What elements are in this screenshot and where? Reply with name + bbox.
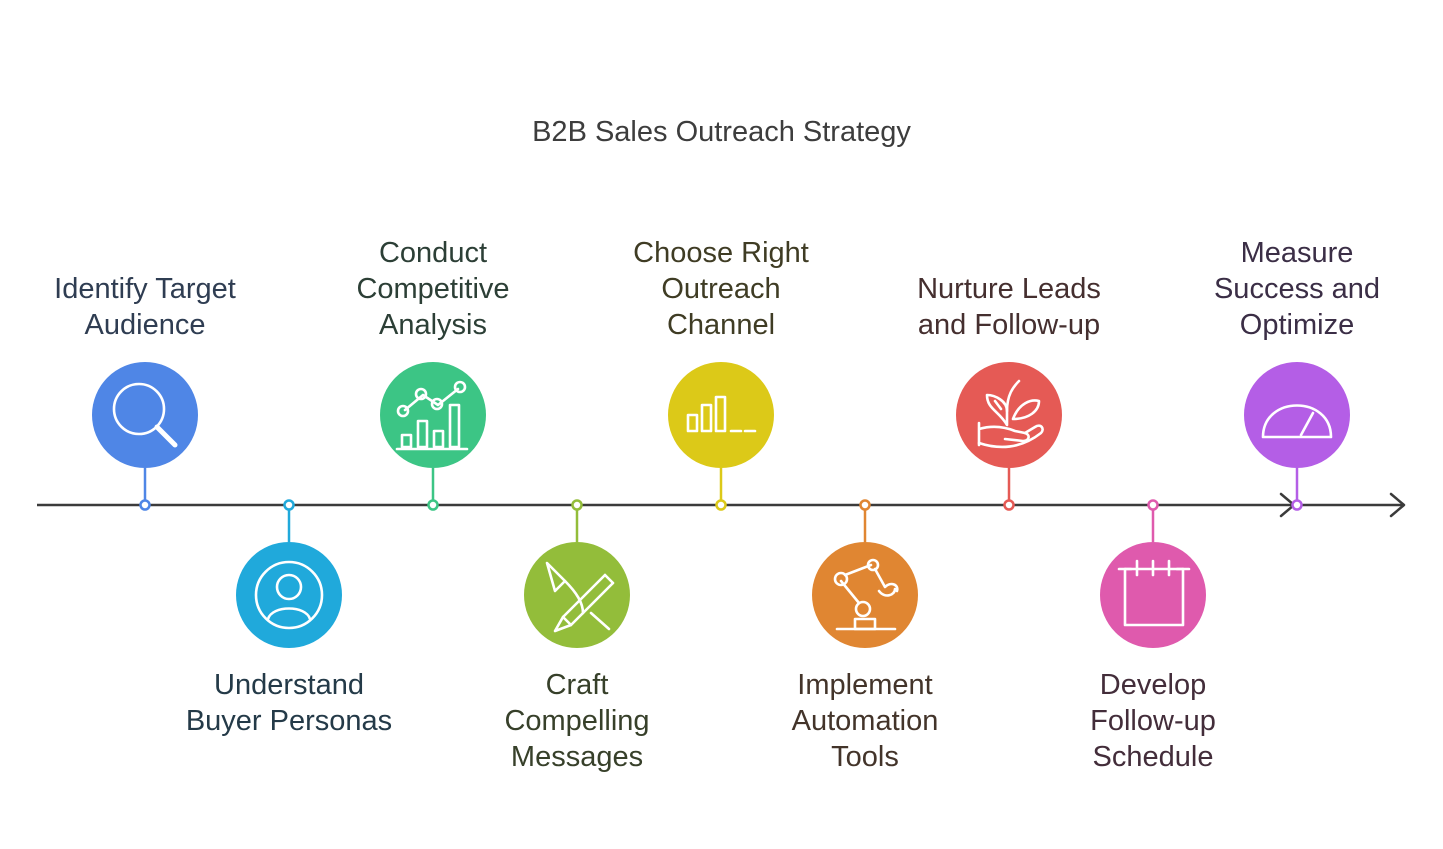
pen-and-brush-icon <box>545 561 615 633</box>
diagram-title: B2B Sales Outreach Strategy <box>532 116 911 148</box>
timeline-step <box>380 362 486 511</box>
step-label-line: Automation <box>791 705 939 737</box>
step-label-line: Implement <box>797 669 933 701</box>
step-label-line: Messages <box>510 741 644 773</box>
timeline-marker <box>715 499 727 511</box>
step-label-line: Success and <box>1213 273 1381 305</box>
calendar-icon <box>1117 559 1191 627</box>
step-label-line: Analysis <box>379 309 487 341</box>
gauge-icon <box>1261 404 1333 439</box>
step-label: Nurture Leads and Follow-up <box>889 271 1129 343</box>
person-icon <box>254 560 324 630</box>
step-label-line: Outreach <box>661 273 781 305</box>
timeline-step <box>668 362 774 511</box>
step-label-line: Schedule <box>1092 741 1214 773</box>
timeline-step <box>524 499 630 648</box>
timeline-marker <box>859 499 871 511</box>
magnifier-icon <box>112 382 178 448</box>
step-label-line: Tools <box>831 741 899 773</box>
step-label-line: Craft <box>545 669 609 701</box>
step-label-line: Choose Right <box>633 237 809 269</box>
step-label-line: Measure <box>1240 237 1354 269</box>
timeline-step <box>1244 362 1350 511</box>
step-label-line: Understand <box>214 669 364 701</box>
timeline-marker <box>283 499 295 511</box>
step-label-line: Compelling <box>504 705 650 737</box>
step-label-line: Buyer Personas <box>185 705 393 737</box>
timeline-marker <box>1147 499 1159 511</box>
timeline-step <box>956 362 1062 511</box>
step-circle <box>92 362 198 468</box>
step-circle <box>956 362 1062 468</box>
step-circle <box>236 542 342 648</box>
bar-chart-icon <box>686 395 757 433</box>
step-label-line: Identify Target <box>54 273 236 305</box>
step-circle <box>1244 362 1350 468</box>
step-label-line: Nurture Leads <box>917 273 1101 305</box>
step-label-line: and Follow-up <box>917 309 1101 341</box>
step-circle <box>1100 542 1206 648</box>
timeline-step <box>812 499 918 648</box>
timeline-marker <box>1291 499 1303 511</box>
timeline-marker <box>1003 499 1015 511</box>
timeline-step <box>236 499 342 648</box>
step-label-line: Audience <box>84 309 206 341</box>
step-label-line: Develop <box>1099 669 1207 701</box>
step-circle <box>380 362 486 468</box>
robot-arm-icon <box>833 558 899 631</box>
step-label-line: Optimize <box>1239 309 1355 341</box>
timeline-step <box>1100 499 1206 648</box>
step-circle <box>668 362 774 468</box>
growth-chart-icon <box>395 380 469 451</box>
hand-with-plant-icon <box>977 379 1044 449</box>
timeline-marker <box>571 499 583 511</box>
timeline-marker <box>139 499 151 511</box>
step-label-line: Competitive <box>356 273 510 305</box>
step-label-line: Follow-up <box>1090 705 1216 737</box>
timeline-step <box>92 362 198 511</box>
timeline-marker <box>427 499 439 511</box>
step-circle <box>812 542 918 648</box>
step-label-line: Channel <box>666 309 776 341</box>
timeline-arrowhead <box>1389 492 1406 518</box>
step-label-line: Conduct <box>378 237 487 269</box>
